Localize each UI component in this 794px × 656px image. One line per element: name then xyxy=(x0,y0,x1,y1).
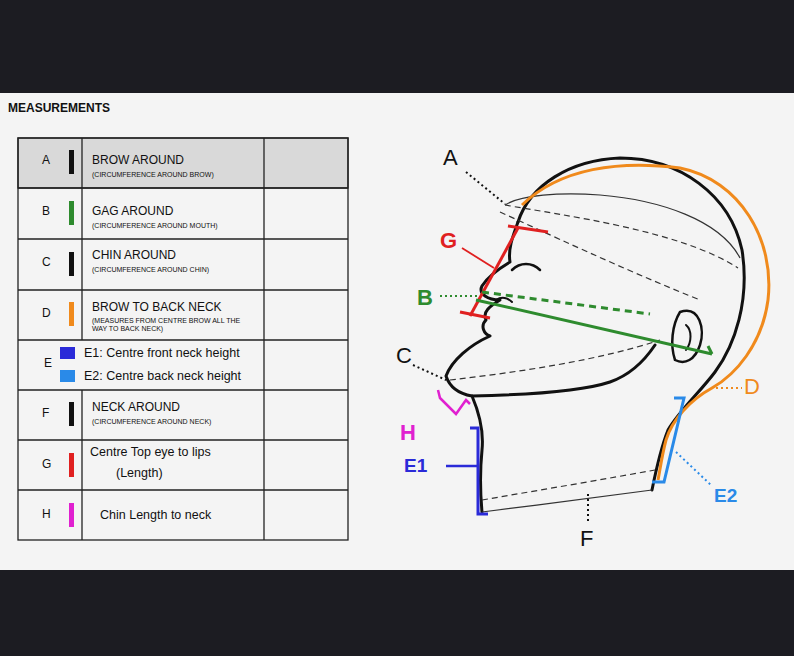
row-letter: D xyxy=(42,307,51,321)
callout-letter: A xyxy=(443,145,458,170)
front-neck-bracket xyxy=(470,428,488,514)
measure-note: (CIRCUMFERENCE AROUND MOUTH) xyxy=(92,222,218,230)
measurement-table xyxy=(18,138,348,540)
measure-name: E2: Centre back neck height xyxy=(84,369,241,383)
eye-to-lips-line xyxy=(460,226,548,318)
row-letter: E xyxy=(44,357,52,371)
callout-letter: H xyxy=(400,420,416,445)
color-swatches xyxy=(60,150,75,527)
gag-line xyxy=(476,292,712,354)
callout-letter: E2 xyxy=(714,485,737,507)
back-neck-bracket xyxy=(652,398,684,482)
measure-name: Chin Length to neck xyxy=(100,508,211,522)
e2-leader xyxy=(676,452,712,486)
row-letter: G xyxy=(42,458,51,472)
head-outline xyxy=(446,158,744,512)
brow-to-neck-line xyxy=(522,165,769,480)
leader-lines xyxy=(413,172,742,524)
measure-name: BROW AROUND xyxy=(92,154,184,168)
top-bar xyxy=(0,0,794,93)
callout-letter: E1 xyxy=(404,455,427,477)
row-letter: A xyxy=(42,154,50,168)
measure-note: (Length) xyxy=(116,466,163,480)
row-letter: C xyxy=(42,256,51,270)
measure-name: BROW TO BACK NECK xyxy=(92,301,222,315)
measure-note: (CIRCUMFERENCE AROUND BROW) xyxy=(92,171,214,179)
callout-letter: G xyxy=(440,228,457,253)
callout-letter: B xyxy=(417,285,433,310)
guide-lines xyxy=(450,194,740,512)
callout-letter: D xyxy=(744,374,760,399)
row-letter: H xyxy=(42,508,51,522)
callout-letter: F xyxy=(580,526,593,551)
measure-name: CHIN AROUND xyxy=(92,249,176,263)
measure-name: Centre Top eye to lips xyxy=(90,445,211,459)
measure-note: (CIRCUMFERENCE AROUND CHIN) xyxy=(92,266,209,274)
measure-name: E1: Centre front neck height xyxy=(84,346,240,360)
page-title: MEASUREMENTS xyxy=(8,102,110,116)
measure-name: GAG AROUND xyxy=(92,205,173,219)
bottom-bar xyxy=(0,570,794,656)
measure-name: NECK AROUND xyxy=(92,401,180,415)
measure-note: (CIRCUMFERENCE AROUND NECK) xyxy=(92,418,211,426)
callout-letter: C xyxy=(396,343,412,368)
measure-note: (MEASURES FROM CENTRE BROW ALL THE WAY T… xyxy=(92,317,242,333)
e1-leader xyxy=(446,465,478,468)
row-letter: B xyxy=(42,205,50,219)
row-letter: F xyxy=(42,407,49,421)
chin-bracket xyxy=(438,390,470,414)
ground xyxy=(0,93,794,570)
